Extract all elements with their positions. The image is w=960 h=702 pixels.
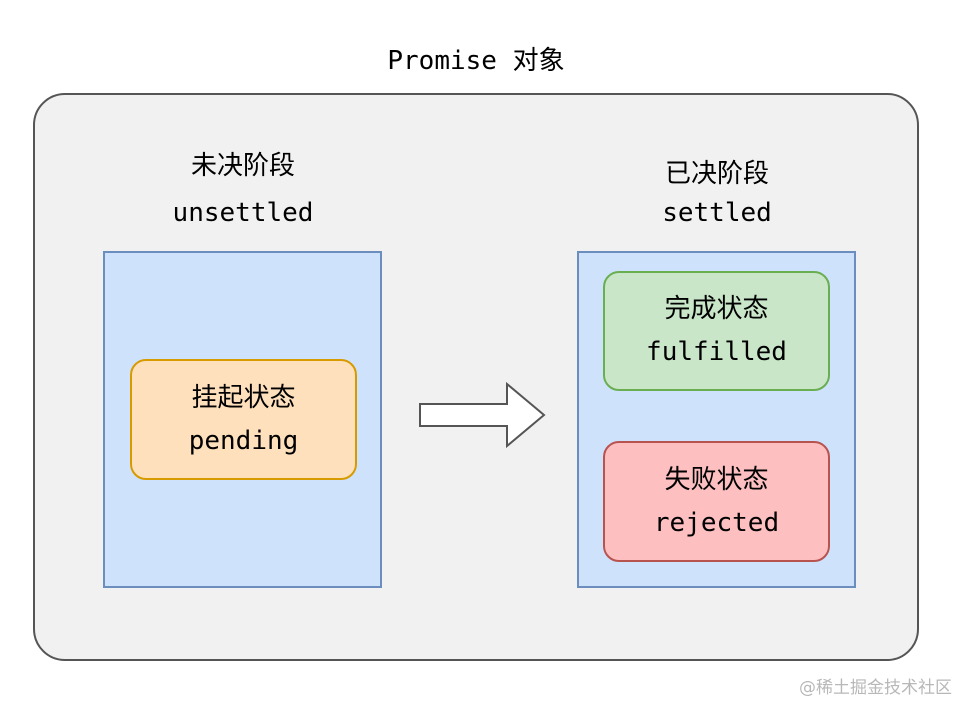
rejected-state: 失败状态 rejected — [603, 441, 830, 562]
rejected-en: rejected — [653, 507, 780, 538]
fulfilled-cn: 完成状态 — [664, 294, 769, 324]
unsettled-label-en: unsettled — [172, 198, 314, 228]
pending-en: pending — [188, 425, 299, 456]
settled-label-en: settled — [662, 198, 772, 228]
fulfilled-en: fulfilled — [646, 337, 787, 367]
pending-cn: 挂起状态 — [191, 382, 296, 413]
settled-label-cn: 已决阶段 — [664, 159, 769, 189]
arrow-icon — [419, 381, 546, 449]
pending-state: 挂起状态 pending — [130, 359, 357, 480]
diagram-title: Promise 对象 — [387, 46, 565, 76]
rejected-cn: 失败状态 — [664, 464, 769, 495]
watermark: @稀土掘金技术社区 — [799, 678, 952, 698]
fulfilled-state: 完成状态 fulfilled — [603, 271, 830, 391]
unsettled-label-cn: 未决阶段 — [190, 151, 295, 181]
